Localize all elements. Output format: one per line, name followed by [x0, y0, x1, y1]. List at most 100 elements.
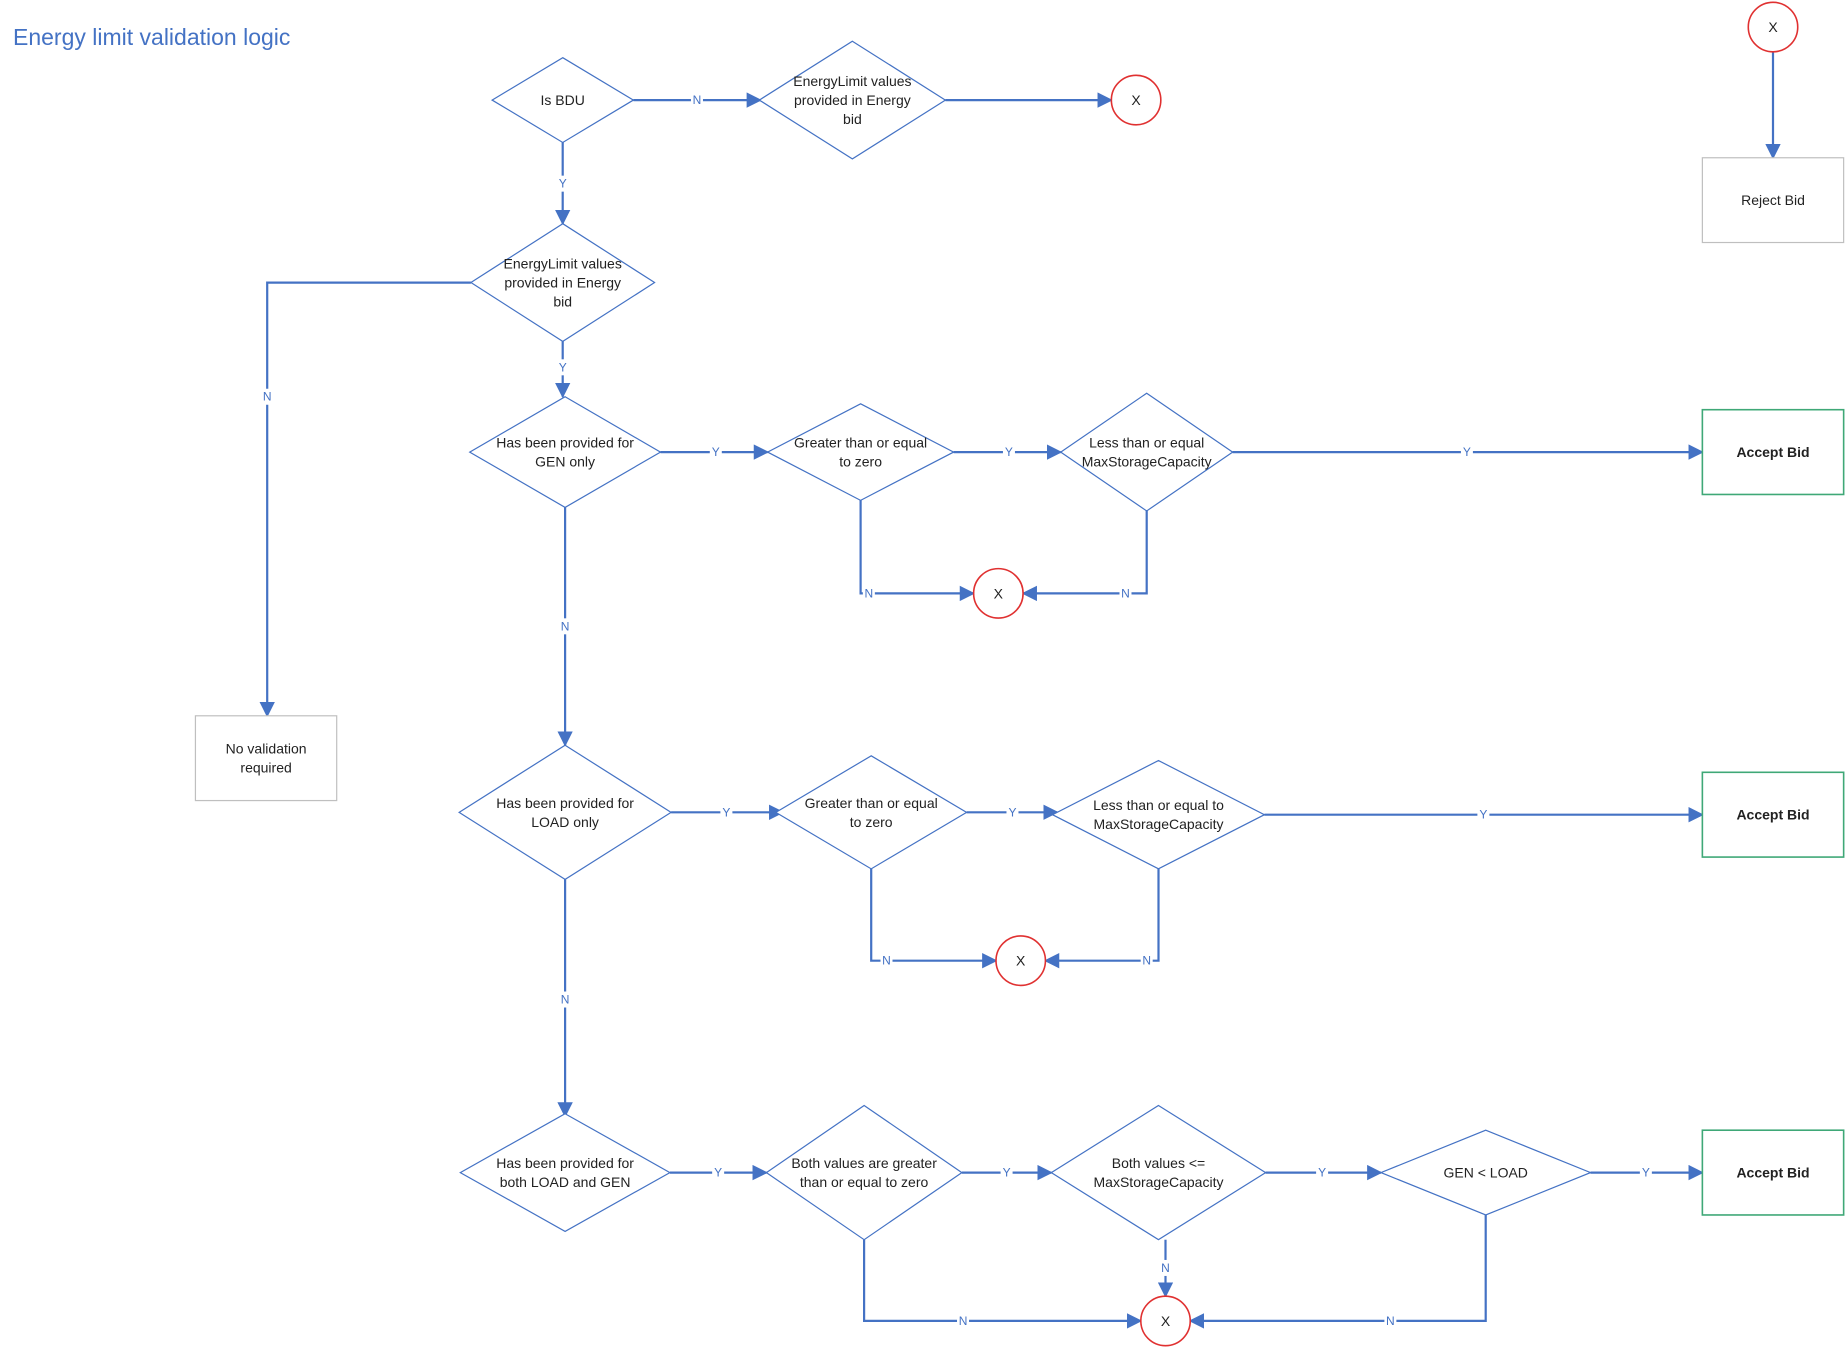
both-lte-max-text-line: Both values <=	[1112, 1155, 1205, 1171]
gen-lt-load-text-line: GEN < LOAD	[1443, 1165, 1527, 1181]
decision-diamond	[1050, 1104, 1267, 1241]
edge-label-bdu-n: N	[690, 92, 703, 109]
decision-diamond	[1059, 392, 1234, 512]
edge-label-background	[1316, 1164, 1329, 1181]
edge-label-load-lte-y: Y	[1477, 806, 1490, 823]
edge-label-background	[1639, 1164, 1652, 1181]
edge-label-gen-lte-y: Y	[1460, 444, 1473, 461]
node-top-x: X	[1110, 74, 1162, 126]
edge-label-gen-n: N	[559, 618, 572, 635]
reject-terminator-circle	[1747, 1, 1799, 53]
decision-diamond	[469, 222, 656, 343]
reject-terminator-circle	[972, 567, 1024, 619]
edge-el-n	[259, 281, 471, 718]
decision-diamond	[766, 403, 955, 502]
node-no-validation: No validation required	[194, 715, 338, 802]
edge-label-background	[559, 618, 572, 635]
edge-label-background	[1159, 1259, 1172, 1276]
edge-label-text: Y	[559, 177, 567, 191]
edge-label-text: Y	[1463, 445, 1471, 459]
edge-label-gen-gte-n: N	[862, 585, 875, 602]
edge-label-both-y: Y	[712, 1164, 725, 1181]
gen-gte-zero-text-line: to zero	[839, 454, 882, 470]
edge-label-background	[720, 804, 733, 821]
edge-genload-n	[1188, 1215, 1487, 1329]
reject-terminator-circle	[1139, 1295, 1192, 1347]
edge-label-text: Y	[1642, 1166, 1650, 1180]
edge-label-background	[712, 1164, 725, 1181]
edge-label-background	[556, 359, 569, 376]
node-accept-both: Accept Bid	[1701, 1129, 1845, 1216]
edge-gen-gte-n	[859, 500, 976, 602]
edge-label-background	[1000, 1164, 1013, 1181]
edge-label-text: Y	[1479, 808, 1487, 822]
edge-load-lte-n	[1043, 868, 1160, 969]
edge-label-background	[1384, 1312, 1397, 1329]
decision-diamond	[458, 744, 673, 881]
edge-label-both-lte-n: N	[1159, 1259, 1172, 1276]
edge-label-text: Y	[1003, 1166, 1011, 1180]
decision-diamond	[1379, 1129, 1593, 1216]
node-energylimit: EnergyLimit values provided in Energy bid	[469, 222, 656, 343]
edge-label-background	[957, 1312, 970, 1329]
edge-label-text: N	[882, 954, 891, 968]
decision-diamond	[765, 1104, 963, 1241]
node-legend-x: X	[1747, 1, 1799, 53]
edge-label-text: N	[959, 1314, 968, 1328]
decision-diamond	[758, 40, 947, 160]
edge-label-text: N	[1161, 1261, 1170, 1275]
both-text-line: Has been provided for	[496, 1155, 634, 1171]
is-bdu-text-line: Is BDU	[541, 92, 585, 108]
load-gte-zero-text-line: to zero	[850, 814, 893, 830]
reject-terminator-circle	[1110, 74, 1162, 126]
edge-label-load-gte-n: N	[880, 952, 893, 969]
decision-diamond	[468, 396, 662, 509]
edge-label-bdu-y: Y	[556, 175, 569, 192]
edge-label-text: N	[865, 586, 874, 600]
decision-diamond	[774, 755, 968, 870]
load-gte-zero-text-line: Greater than or equal	[805, 795, 938, 811]
energylimit-text-line: provided in Energy	[504, 275, 621, 291]
top-energylimit-text-line: bid	[843, 111, 862, 127]
gen-gte-zero-text-line: Greater than or equal	[794, 435, 927, 451]
process-box	[194, 715, 338, 802]
edge-label-background	[559, 991, 572, 1008]
top-x-text-line: X	[1131, 92, 1141, 108]
energylimit-text-line: EnergyLimit values	[504, 256, 622, 272]
node-gen-gte-zero: Greater than or equal to zero	[766, 403, 955, 502]
edge-label-background	[1119, 585, 1132, 602]
node-is-bdu: Is BDU	[490, 56, 635, 144]
edge-label-background	[1477, 806, 1490, 823]
edge-label-gen-y: Y	[709, 444, 722, 461]
edge-label-text: N	[561, 619, 570, 633]
load-x-text-line: X	[1016, 953, 1026, 969]
accept-box	[1701, 771, 1845, 858]
node-load-gte-zero: Greater than or equal to zero	[774, 755, 968, 870]
both-x-text-line: X	[1161, 1313, 1171, 1329]
edge-label-load-lte-n: N	[1140, 952, 1153, 969]
load-only-text-line: LOAD only	[531, 814, 599, 830]
load-lte-max-text-line: Less than or equal to	[1093, 797, 1224, 813]
decision-diamond	[459, 1113, 672, 1233]
edge-label-both-gte-n: N	[957, 1312, 970, 1329]
no-validation-text-line: required	[240, 760, 291, 776]
no-validation-text-line: No validation	[226, 741, 307, 757]
reject-bid-text-line: Reject Bid	[1741, 192, 1805, 208]
node-gen-lt-load: GEN < LOAD	[1379, 1129, 1593, 1216]
edge-label-text: Y	[559, 360, 567, 374]
node-load-lte-max: Less than or equal to MaxStorageCapacity	[1051, 759, 1266, 870]
edge-label-background	[709, 444, 722, 461]
energylimit-text-line: bid	[553, 294, 572, 310]
edge-label-background	[1002, 444, 1015, 461]
load-lte-max-text-line: MaxStorageCapacity	[1094, 816, 1224, 832]
edge-label-text: Y	[712, 445, 720, 459]
node-both-lte-max: Both values <=MaxStorageCapacity	[1050, 1104, 1267, 1241]
node-gen-x: X	[972, 567, 1024, 619]
edge-label-both-lte-y: Y	[1316, 1164, 1329, 1181]
accept-box	[1701, 1129, 1845, 1216]
